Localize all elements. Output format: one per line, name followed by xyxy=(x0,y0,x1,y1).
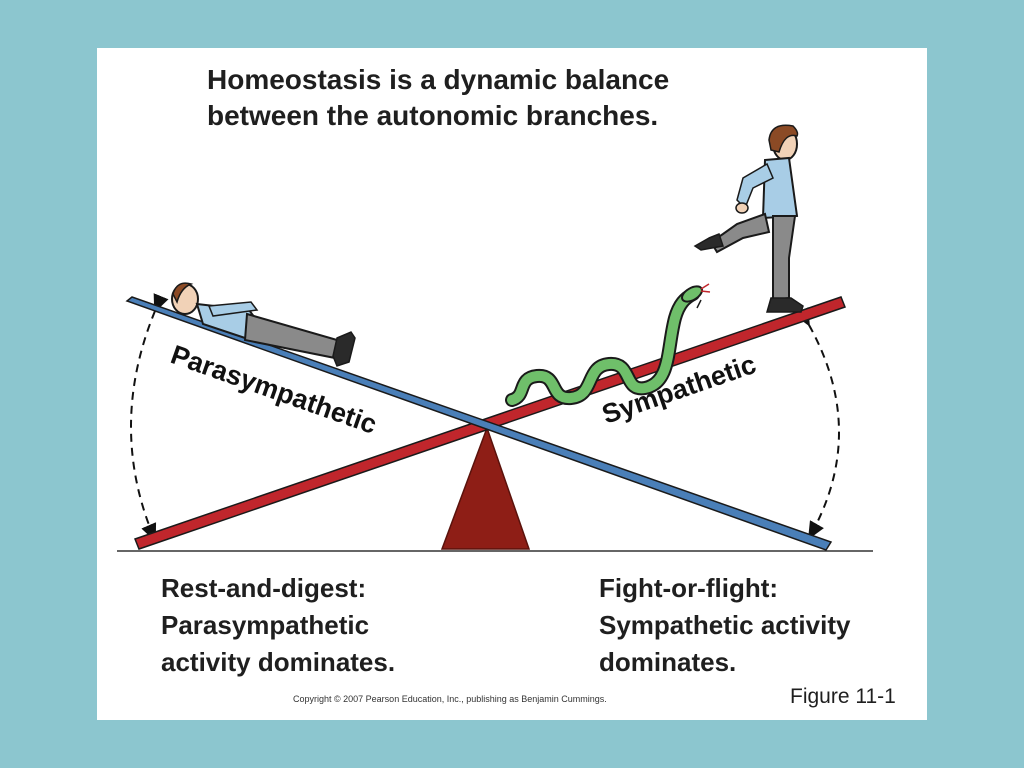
left-caption-line-1: Rest-and-digest: xyxy=(161,573,367,603)
right-caption-line-1: Fight-or-flight: xyxy=(599,573,779,603)
fight-or-flight-caption: Fight-or-flight: Sympathetic activity do… xyxy=(599,570,924,681)
seesaw-diagram: Parasympathetic Sympathetic xyxy=(117,124,873,552)
left-caption-line-3: activity dominates. xyxy=(161,647,396,677)
copyright-notice: Copyright © 2007 Pearson Education, Inc.… xyxy=(293,694,607,704)
figure-heading: Homeostasis is a dynamic balance between… xyxy=(207,62,827,134)
heading-line-1: Homeostasis is a dynamic balance xyxy=(207,64,670,95)
rest-and-digest-caption: Rest-and-digest: Parasympathetic activit… xyxy=(161,570,521,681)
fulcrum-triangle xyxy=(440,425,531,550)
left-swing-arrow xyxy=(130,293,169,542)
right-swing-arrow xyxy=(794,307,840,540)
right-caption-line-3: dominates. xyxy=(599,647,737,677)
snake-illustration xyxy=(505,283,711,407)
resting-man-illustration xyxy=(171,282,356,367)
right-caption-line-2: Sympathetic activity xyxy=(599,610,851,640)
parasympathetic-beam xyxy=(125,296,833,551)
heading-line-2: between the autonomic branches. xyxy=(207,100,659,131)
left-caption-line-2: Parasympathetic xyxy=(161,610,370,640)
running-man-illustration xyxy=(693,124,804,313)
figure-number: Figure 11-1 xyxy=(790,685,896,708)
figure-slide: Homeostasis is a dynamic balance between… xyxy=(97,48,927,720)
